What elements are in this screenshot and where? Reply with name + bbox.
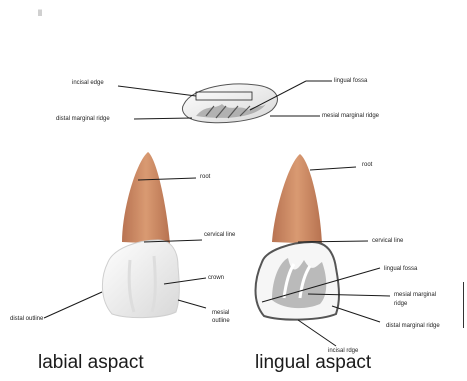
lingual-tooth: [256, 154, 391, 346]
label-root-labial: root: [200, 174, 210, 181]
label-crown-labial: crown: [208, 275, 224, 282]
caption-lingual-aspect: lingual aspact: [255, 352, 371, 374]
label-cervical-line-lingual: cervical line: [372, 238, 403, 245]
leader-incisal-edge: [118, 86, 196, 96]
leader-incisal-edge-lingual: [298, 320, 336, 346]
corner-mark: ll: [38, 8, 42, 18]
labial-tooth: [44, 152, 206, 318]
leader-mesial-outline: [178, 300, 206, 308]
label-mesial-outline-1: mesial: [212, 310, 229, 317]
label-cervical-line-labial: cervical line: [204, 232, 235, 239]
labial-crown: [102, 240, 179, 318]
label-distal-marginal-ridge: distal marginal ridge: [386, 323, 440, 330]
incisal-view: [118, 81, 332, 123]
label-mesial-outline-2: outline: [212, 318, 230, 325]
leader-distal-outline: [44, 292, 102, 318]
label-lingual-fossa: lingual fossa: [384, 266, 417, 273]
leader-distal-marginal-ridge: [332, 306, 380, 322]
label-distal-outline: distal outline: [10, 316, 43, 323]
labial-root: [122, 152, 170, 244]
label-mesial-marginal-ridge-top: mesial marginal ridge: [322, 113, 379, 120]
label-mesial-marginal-ridge-2: ridge: [394, 301, 407, 308]
label-lingual-fossa-top: lingual fossa: [334, 78, 367, 85]
label-incisal-edge-top: incisal edge: [72, 80, 104, 87]
label-mesial-marginal-ridge-1: mesial marginal: [394, 292, 436, 299]
lingual-root: [272, 154, 322, 244]
leader-root-lingual: [310, 167, 356, 170]
caption-labial-aspect: labial aspact: [38, 352, 144, 374]
label-distal-marginal-ridge-top: distal marginal ridge: [56, 116, 110, 123]
right-edge-rule: [463, 282, 464, 328]
leader-distal-marginal-ridge-top: [134, 118, 192, 119]
label-root-lingual: root: [362, 162, 372, 169]
